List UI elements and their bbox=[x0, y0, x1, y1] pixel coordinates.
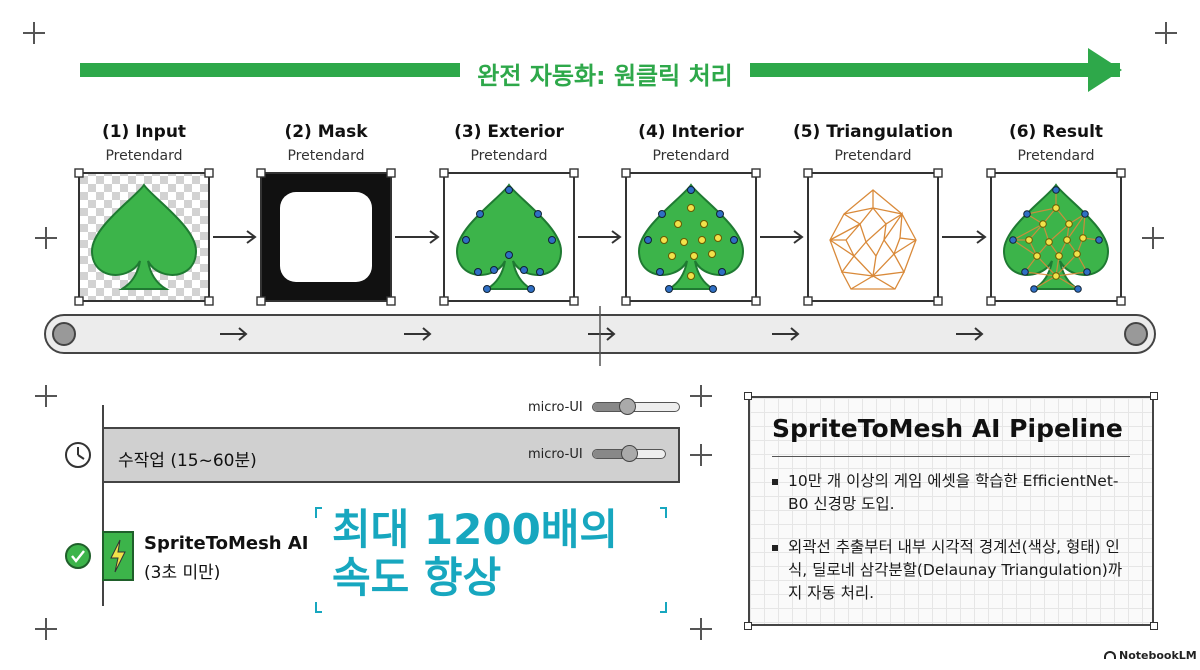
stage-title: (5) Triangulation bbox=[792, 122, 954, 142]
card-corner-handle bbox=[1150, 392, 1158, 400]
stage-title: (2) Mask bbox=[284, 122, 368, 142]
stage-subtitle: Pretendard bbox=[1017, 148, 1095, 164]
ai-time: (3초 미만) bbox=[144, 563, 221, 583]
card-corner-handle bbox=[744, 392, 752, 400]
headline-line: 최대 1200배의 bbox=[332, 505, 619, 554]
crosshair-mark bbox=[1155, 22, 1177, 44]
micro-ui-label: micro-UI bbox=[528, 447, 583, 462]
crosshair-mark bbox=[23, 22, 45, 44]
stage-subtitle: Pretendard bbox=[105, 148, 183, 164]
slider-knob[interactable] bbox=[619, 398, 636, 415]
slider-knob[interactable] bbox=[621, 445, 638, 462]
card-bullet: 10만 개 이상의 게임 에셋을 학습한 EfficientNet-B0 신경망… bbox=[772, 470, 1132, 516]
stage-title: (4) Interior bbox=[638, 122, 744, 142]
crosshair-mark bbox=[690, 385, 712, 407]
stage-title: (6) Result bbox=[1008, 122, 1104, 142]
card-title: SpriteToMesh AI Pipeline bbox=[772, 414, 1123, 443]
headline-line: 속도 향상 bbox=[332, 553, 502, 602]
manual-label: 수작업 (15~60분) bbox=[118, 451, 257, 471]
micro-ui-slider[interactable] bbox=[592, 398, 680, 415]
speedup-headline: 최대 1200배의 속도 향상 bbox=[332, 506, 662, 602]
stage-subtitle: Pretendard bbox=[287, 148, 365, 164]
stage-title: (3) Exterior bbox=[454, 122, 564, 142]
manual-bar bbox=[102, 427, 680, 483]
notebooklm-logo-icon bbox=[1104, 651, 1116, 659]
micro-ui-label: micro-UI bbox=[528, 400, 583, 415]
card-corner-handle bbox=[1150, 622, 1158, 630]
card-corner-handle bbox=[744, 622, 752, 630]
pipeline-info-card: SpriteToMesh AI Pipeline 10만 개 이상의 게임 에셋… bbox=[748, 396, 1154, 626]
comparison-graphic bbox=[65, 405, 680, 613]
crosshair-mark bbox=[1142, 227, 1164, 249]
stage-title: (1) Input bbox=[101, 122, 187, 142]
crosshair-mark bbox=[35, 227, 57, 249]
notebooklm-watermark: NotebookLM bbox=[1104, 649, 1197, 662]
stage-subtitle: Pretendard bbox=[834, 148, 912, 164]
card-bullet: 외곽선 추출부터 내부 시각적 경계선(색상, 형태) 인식, 딜로네 삼각분할… bbox=[772, 536, 1132, 605]
micro-ui-slider[interactable] bbox=[592, 445, 666, 462]
crosshair-mark bbox=[690, 444, 712, 466]
banner-label: 완전 자동화: 원클릭 처리 bbox=[460, 56, 750, 91]
ai-name: SpriteToMesh AI bbox=[144, 533, 309, 554]
crosshair-mark bbox=[35, 385, 57, 407]
crosshair-mark bbox=[35, 618, 57, 640]
stage-subtitle: Pretendard bbox=[652, 148, 730, 164]
pipeline-stages bbox=[44, 168, 1156, 366]
stage-subtitle: Pretendard bbox=[470, 148, 548, 164]
crosshair-mark bbox=[690, 618, 712, 640]
